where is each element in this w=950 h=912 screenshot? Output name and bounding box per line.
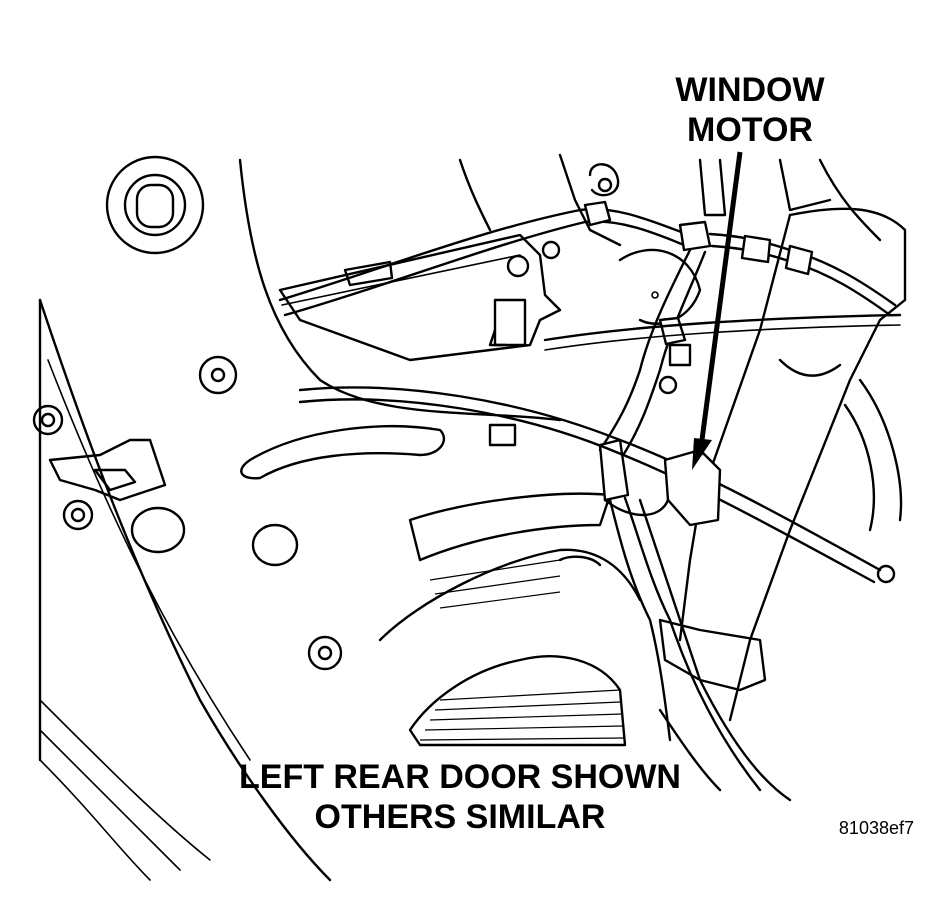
control-cable	[298, 313, 902, 584]
window-motor-leader	[692, 151, 743, 470]
upper-structure	[558, 153, 907, 325]
regulator-rail	[278, 233, 562, 362]
grommet-large	[105, 155, 205, 255]
window-motor	[488, 343, 767, 692]
window-motor-label-line1: WINDOW	[675, 71, 825, 109]
figure-caption: LEFT REAR DOOR SHOWN OTHERS SIMILAR	[180, 757, 740, 837]
figure-id: 81038ef7	[838, 818, 914, 838]
access-opening	[238, 158, 642, 747]
window-motor-label: WINDOW MOTOR	[640, 70, 860, 150]
window-motor-label-line2: MOTOR	[687, 111, 813, 149]
figure-caption-line2: OTHERS SIMILAR	[314, 798, 606, 836]
wire-harness	[278, 200, 897, 802]
figure-caption-line1: LEFT REAR DOOR SHOWN	[239, 758, 681, 796]
latch-bracket	[48, 438, 167, 502]
door-outer-panel	[38, 298, 332, 882]
pocket-hatch	[419, 559, 625, 741]
small-grommets	[32, 355, 343, 671]
